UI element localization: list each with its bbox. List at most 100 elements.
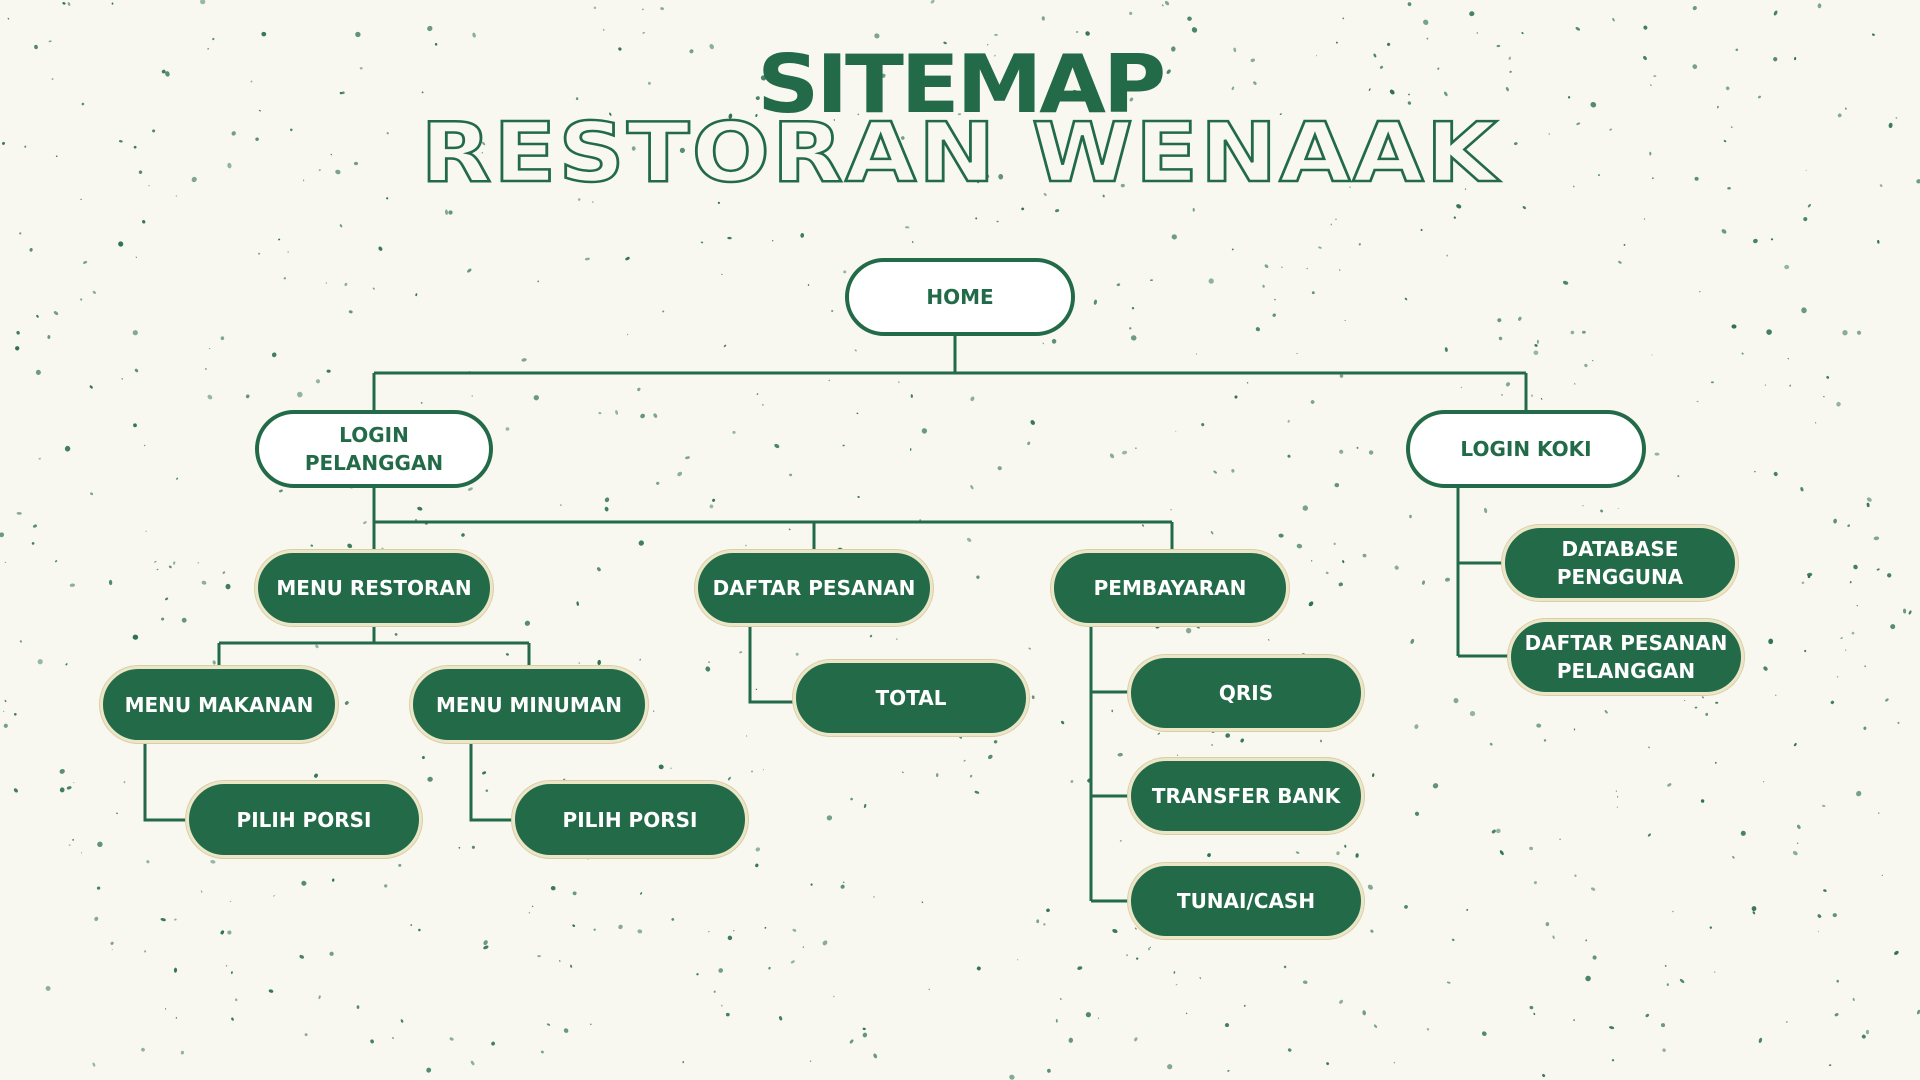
speckle (833, 995, 835, 998)
node-login-koki[interactable]: LOGIN KOKI (1406, 410, 1646, 488)
speckle (245, 394, 250, 399)
speckle (1647, 746, 1651, 749)
node-daftar-pesanan-pelanggan[interactable]: DAFTAR PESANAN PELANGGAN (1508, 619, 1744, 695)
speckle (744, 544, 747, 547)
speckle (1768, 638, 1774, 645)
speckle (638, 540, 644, 546)
speckle (1134, 927, 1137, 930)
speckle (222, 571, 226, 574)
speckle (132, 634, 139, 640)
speckle (1370, 929, 1374, 933)
speckle (997, 466, 1002, 471)
speckle (1243, 1004, 1246, 1007)
speckle (763, 769, 765, 771)
speckle (679, 147, 685, 154)
speckle (1866, 497, 1872, 502)
speckle (1856, 330, 1862, 335)
speckle (92, 1062, 96, 1067)
speckle (145, 530, 147, 532)
speckle (1522, 206, 1526, 210)
speckle (138, 170, 143, 174)
speckle (1075, 55, 1079, 60)
speckle (348, 310, 353, 314)
speckle (1592, 955, 1597, 960)
speckle (1727, 187, 1731, 190)
speckle (483, 945, 489, 950)
speckle (212, 660, 216, 665)
speckle (1264, 264, 1269, 269)
speckle (225, 583, 231, 590)
speckle (677, 471, 683, 477)
speckle (1287, 454, 1291, 458)
speckle (1410, 638, 1415, 644)
speckle (1192, 207, 1195, 212)
speckle (1830, 700, 1835, 705)
speckle (1529, 846, 1534, 851)
speckle (629, 125, 634, 130)
speckle (1694, 706, 1698, 709)
speckle (1794, 57, 1797, 61)
speckle (1653, 75, 1657, 77)
speckle (110, 941, 114, 945)
node-daftar-pesanan[interactable]: DAFTAR PESANAN (695, 550, 933, 626)
speckle (597, 659, 601, 666)
node-database-pengguna[interactable]: DATABASE PENGGUNA (1502, 525, 1738, 601)
speckle (1590, 101, 1597, 108)
speckle (470, 1060, 475, 1066)
node-qris[interactable]: QRIS (1128, 655, 1364, 731)
speckle (1692, 6, 1697, 11)
speckle (118, 140, 123, 143)
speckle (329, 951, 334, 956)
speckle (1800, 487, 1804, 492)
speckle (1714, 971, 1716, 973)
speckle (132, 330, 138, 336)
speckle (1533, 1012, 1536, 1016)
speckle (1842, 330, 1848, 336)
speckle (1592, 359, 1594, 362)
speckle (921, 901, 924, 904)
node-pilih-porsi-minuman[interactable]: PILIH PORSI (512, 781, 748, 858)
speckle (1498, 336, 1503, 341)
speckle (1845, 649, 1847, 651)
node-tunai-cash[interactable]: TUNAI/CASH (1128, 863, 1364, 939)
speckle (1861, 1034, 1866, 1039)
node-menu-minuman[interactable]: MENU MINUMAN (410, 666, 648, 743)
speckle (575, 97, 579, 101)
speckle (1479, 173, 1484, 178)
speckle (1836, 401, 1841, 407)
speckle (840, 884, 845, 889)
speckle (1407, 101, 1412, 105)
speckle (1075, 31, 1079, 33)
node-home[interactable]: HOME (845, 258, 1075, 336)
speckle (1196, 626, 1200, 629)
node-pembayaran[interactable]: PEMBAYARAN (1051, 550, 1289, 626)
speckle (301, 880, 307, 886)
speckle (1654, 452, 1660, 456)
node-menu-makanan[interactable]: MENU MAKANAN (100, 666, 338, 743)
speckle (658, 764, 664, 770)
speckle (1456, 204, 1462, 209)
speckle (1157, 732, 1160, 735)
speckle (1362, 1010, 1366, 1016)
speckle (1489, 742, 1493, 746)
speckle (467, 268, 472, 273)
node-total[interactable]: TOTAL (793, 660, 1029, 736)
speckle (339, 91, 343, 95)
node-login-pelanggan[interactable]: LOGIN PELANGGAN (255, 410, 493, 488)
speckle (725, 1012, 730, 1017)
speckle (471, 845, 475, 849)
speckle (1021, 207, 1025, 211)
node-menu-restoran[interactable]: MENU RESTORAN (255, 550, 493, 626)
speckle (304, 1033, 308, 1037)
speckle (51, 78, 54, 80)
connector-home (372, 336, 1528, 410)
node-pilih-porsi-makanan[interactable]: PILIH PORSI (186, 781, 422, 858)
speckle (415, 293, 418, 297)
speckle (330, 153, 333, 156)
speckle (161, 617, 165, 621)
speckle (705, 666, 711, 672)
speckle (977, 180, 980, 184)
speckle (593, 6, 597, 10)
speckle (969, 774, 973, 778)
node-transfer-bank[interactable]: TRANSFER BANK (1128, 758, 1364, 834)
